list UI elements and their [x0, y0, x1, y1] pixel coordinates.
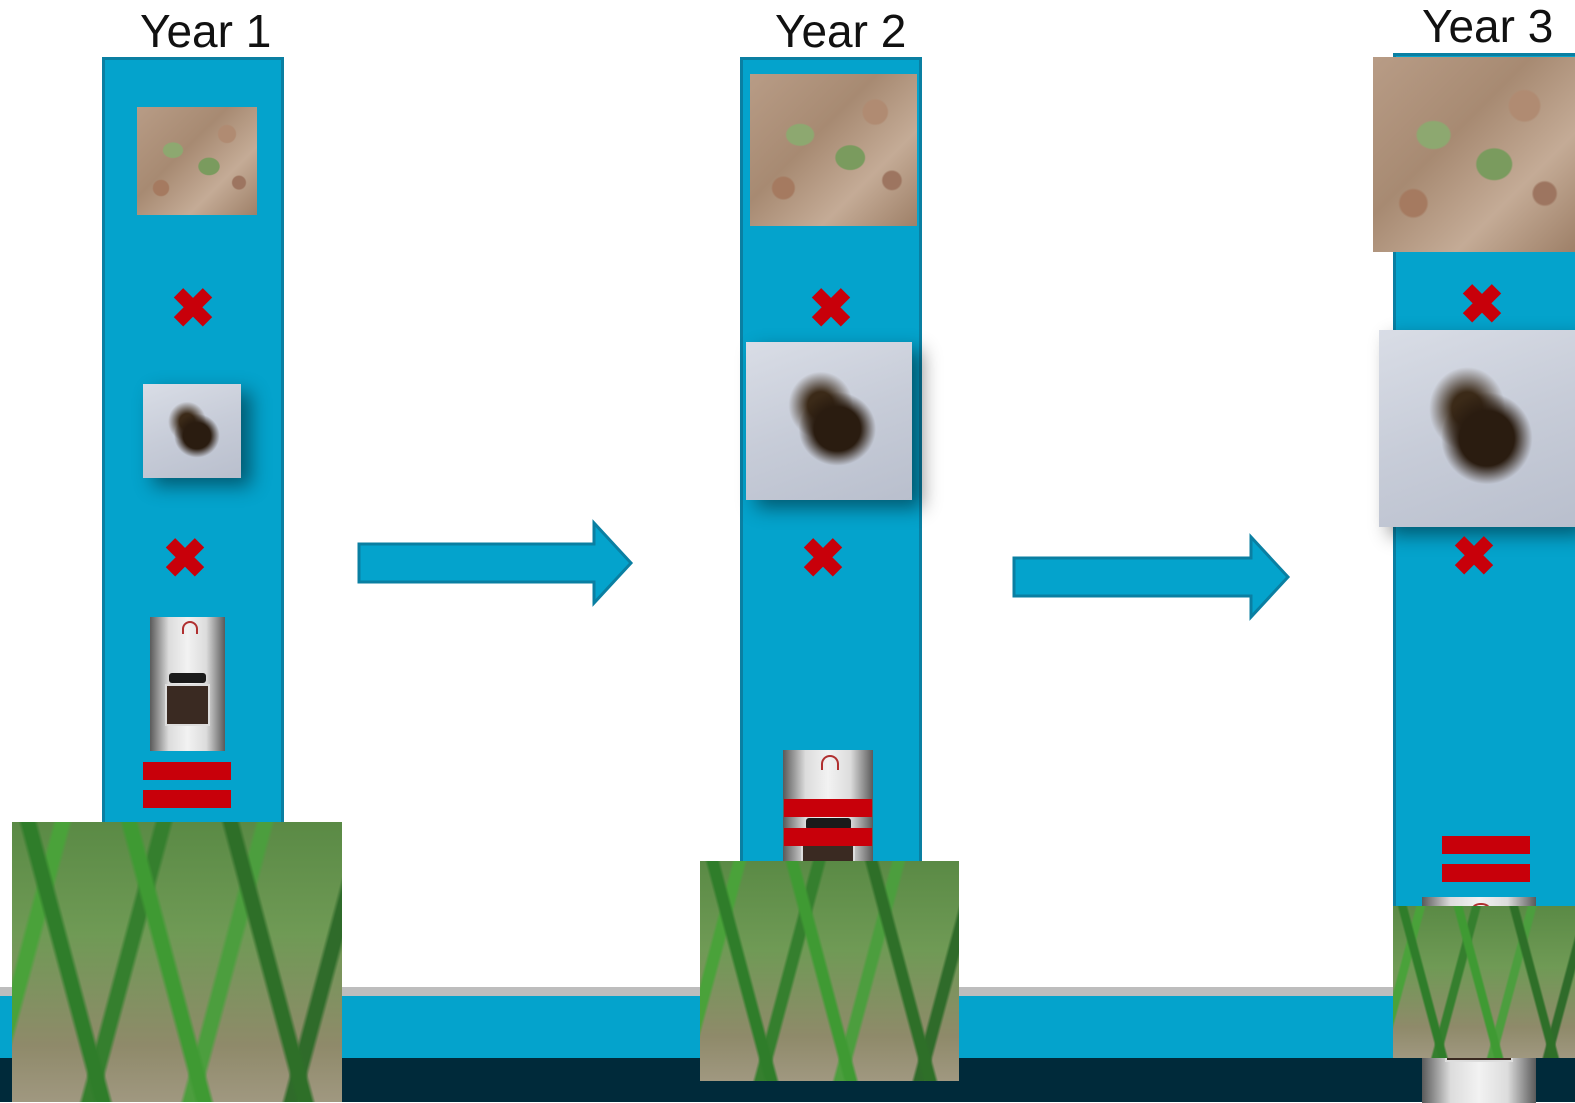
year-3-multiply-icon-1: ✖	[1459, 275, 1505, 335]
arrow-right-icon-2	[1012, 533, 1291, 621]
year-1-label: Year 1	[140, 5, 272, 57]
year-2-roots-photo	[746, 342, 912, 500]
year-1-fertilizer-bag-icon	[150, 617, 225, 751]
year-3-crop-photo	[1393, 906, 1575, 1058]
year-1-seedling-photo	[137, 107, 257, 215]
year-2-equals-icon-bottom	[784, 828, 872, 846]
year-3-roots-photo	[1379, 330, 1575, 527]
year-1-crop-photo	[12, 822, 342, 1102]
year-3-equals-icon-bottom	[1442, 864, 1530, 882]
year-1-equals-icon-top	[143, 762, 231, 780]
year-3-label: Year 3	[1422, 0, 1554, 52]
year-2-multiply-icon-2: ✖	[800, 529, 846, 589]
year-3-equals-icon-top	[1442, 836, 1530, 854]
year-1-multiply-icon-2: ✖	[162, 529, 208, 589]
year-2-multiply-icon-1: ✖	[808, 279, 854, 339]
year-3-seedling-photo	[1373, 57, 1575, 252]
year-1-roots-photo	[143, 384, 241, 478]
year-1-multiply-icon-1: ✖	[170, 279, 216, 339]
year-2-label: Year 2	[775, 5, 907, 57]
year-2-crop-photo	[700, 861, 959, 1081]
year-2-seedling-photo	[750, 74, 917, 226]
year-2-equals-icon-top	[784, 799, 872, 817]
arrow-right-icon-1	[357, 519, 634, 607]
year-3-multiply-icon-2: ✖	[1451, 527, 1497, 587]
year-1-equals-icon-bottom	[143, 790, 231, 808]
